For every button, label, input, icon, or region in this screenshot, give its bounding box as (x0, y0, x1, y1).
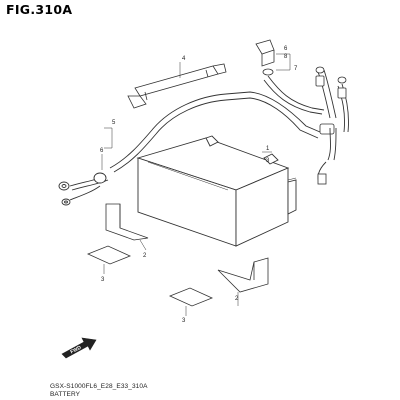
callout-8: 8 (284, 54, 288, 60)
battery-cable-positive (263, 69, 349, 133)
cable-terminals (315, 66, 347, 135)
battery-cable-negative (58, 172, 109, 206)
callout-7: 7 (294, 66, 298, 72)
callout-3-left: 3 (101, 277, 105, 283)
callout-2-right: 2 (235, 296, 239, 302)
model-code: GSX-S1000FL6_E28_E33_310A (50, 383, 148, 390)
callout-2-left: 2 (143, 253, 147, 259)
spacer-plate-right (217, 257, 269, 293)
terminal-cover (255, 39, 275, 76)
battery-strap (127, 63, 227, 109)
spacer-plate-left (105, 203, 149, 241)
battery (136, 135, 297, 247)
cable-connector (317, 173, 327, 185)
figure-title: FIG.310A (6, 2, 73, 17)
battery-cable-main (109, 91, 337, 185)
section-name: BATTERY (50, 391, 81, 398)
callout-3-top: 3 (266, 158, 270, 164)
callout-1: 1 (266, 146, 270, 152)
fwd-label: FWD (70, 345, 83, 356)
cushion-pad-right (168, 287, 214, 307)
callout-6-right: 6 (284, 46, 288, 52)
cushion-pad-left (86, 245, 132, 265)
fwd-arrow-icon: FWD (61, 337, 97, 359)
callout-3-right: 3 (182, 318, 186, 324)
callout-6-left: 6 (100, 148, 104, 154)
callout-5: 5 (112, 120, 116, 126)
callout-4: 4 (182, 56, 186, 62)
